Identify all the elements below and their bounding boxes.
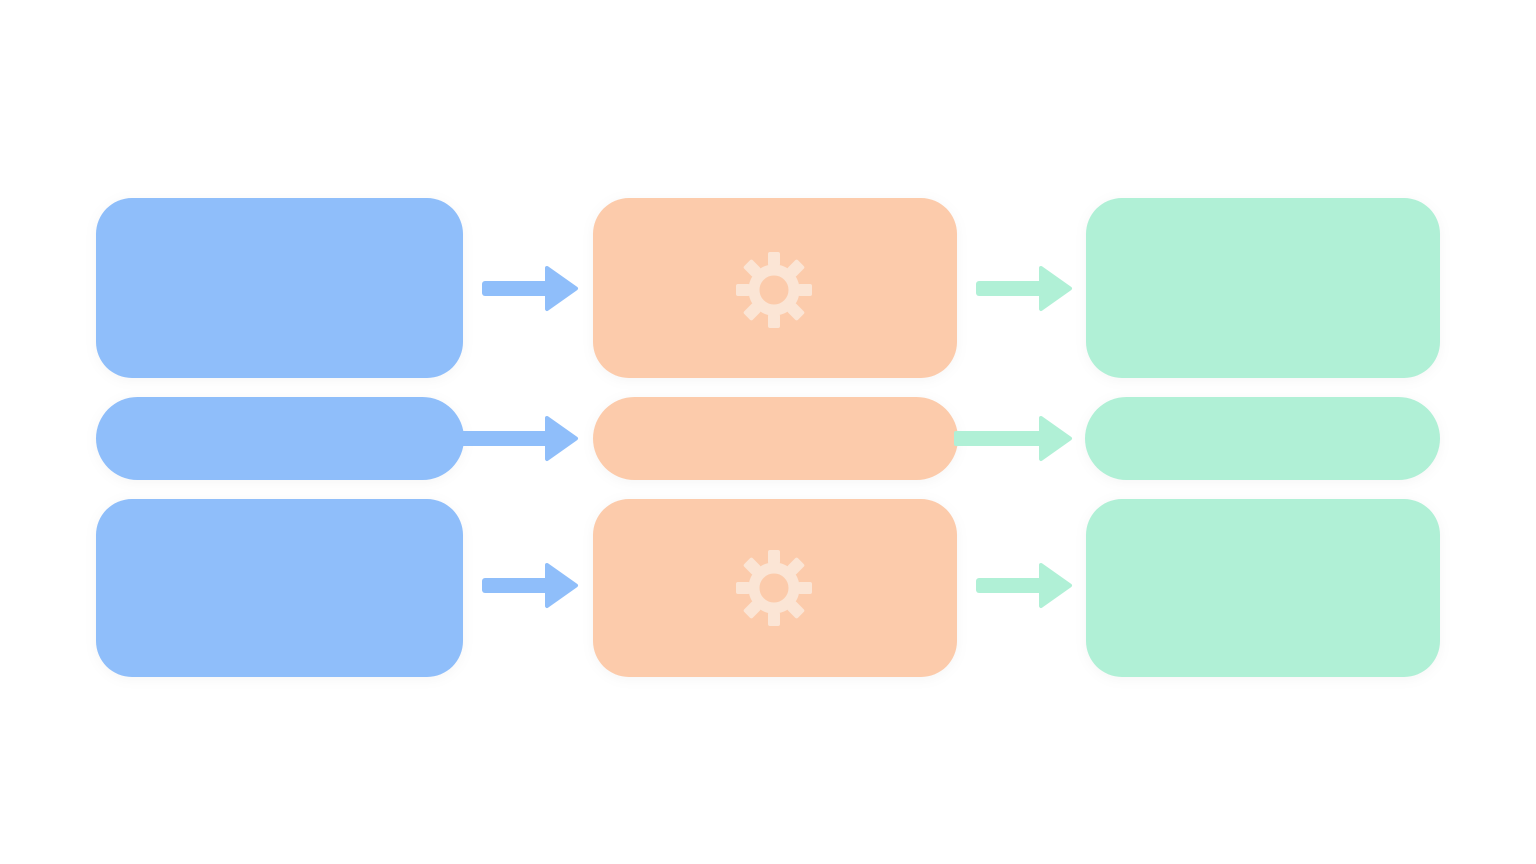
- arrow-out-1: [976, 266, 1072, 311]
- row-3: [96, 499, 1440, 677]
- arrow-in-3: [482, 563, 578, 608]
- arrow-in-2: [460, 416, 578, 461]
- output-box-2: [1085, 397, 1440, 480]
- row-1: [96, 198, 1440, 378]
- output-box-3: [1086, 499, 1440, 677]
- arrow-out-2: [954, 416, 1072, 461]
- row-2: [96, 397, 1440, 480]
- process-box-2: [593, 397, 958, 480]
- output-box-1: [1086, 198, 1440, 378]
- arrow-in-1: [482, 266, 578, 311]
- input-box-3: [96, 499, 463, 677]
- process-box-1: [593, 198, 957, 378]
- input-box-2: [96, 397, 464, 480]
- arrow-out-3: [976, 563, 1072, 608]
- process-box-3: [593, 499, 957, 677]
- input-box-1: [96, 198, 463, 378]
